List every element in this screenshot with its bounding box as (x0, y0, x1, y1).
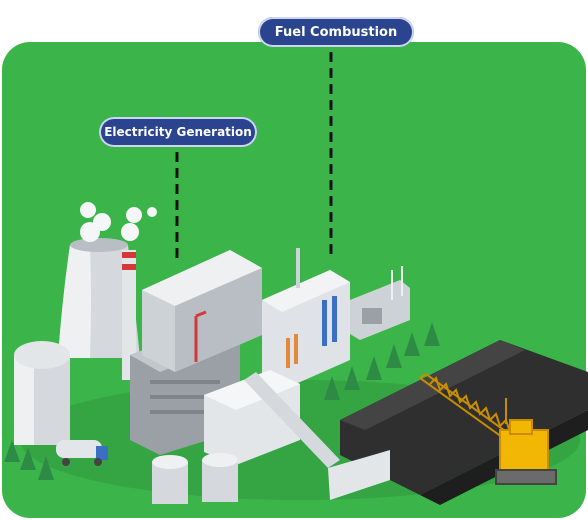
storage-silo (14, 341, 70, 445)
fuel-combustion-label: Fuel Combustion (258, 17, 414, 47)
electricity-generation-label: Electricity Generation (99, 117, 257, 147)
cooling-tower (58, 202, 140, 358)
substation (350, 266, 410, 340)
trees (4, 322, 440, 480)
boiler-house (262, 248, 350, 390)
coal-conveyor (244, 372, 390, 500)
storage-tanks (152, 453, 238, 504)
tanker-truck (56, 440, 108, 466)
coal-excavator (419, 373, 557, 485)
generator-hall (142, 250, 262, 372)
chimney (121, 207, 157, 380)
